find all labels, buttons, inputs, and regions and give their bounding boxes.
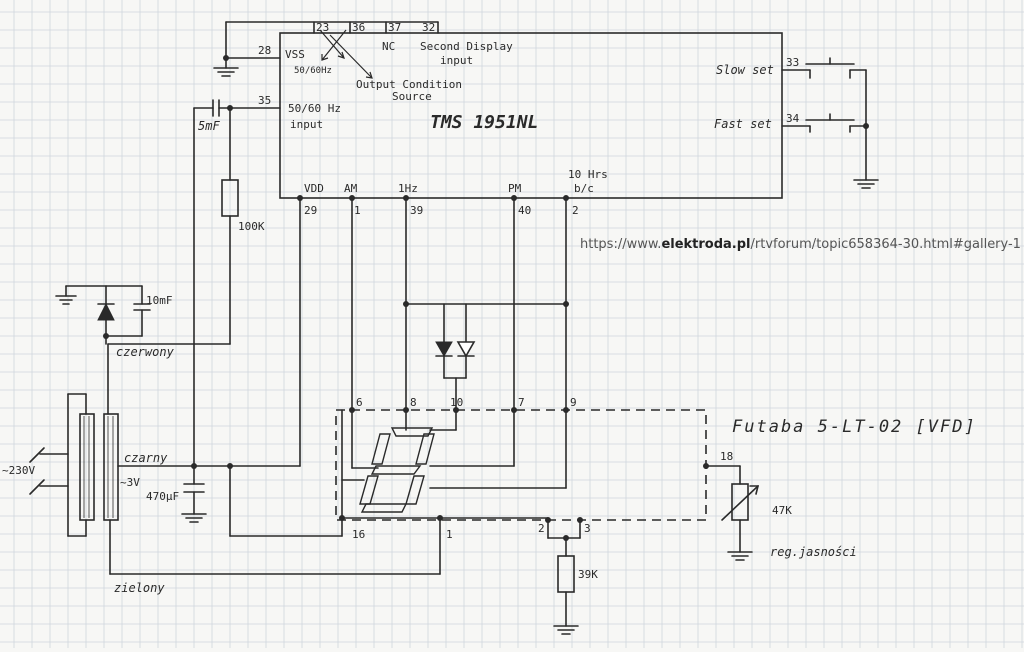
vfd-pin-10: 10 (450, 396, 463, 409)
pin-40: 40 (518, 204, 531, 217)
label-am: AM (344, 182, 358, 195)
vfd-pin-9: 9 (570, 396, 577, 409)
label-cap-470uf: 470µF (146, 490, 179, 503)
seven-segment-digit (359, 427, 435, 513)
pin-33: 33 (786, 56, 799, 69)
url-suffix: /rtvforum/topic658364-30.html#gallery-1 (751, 237, 1021, 252)
pin-36: 36 (352, 21, 365, 34)
vfd-pin-16: 16 (352, 528, 365, 541)
vfd-pin-3: 3 (584, 522, 591, 535)
label-1hz: 1Hz (398, 182, 418, 195)
label-fast-set: Fast set (714, 117, 772, 131)
pin-1: 1 (354, 204, 361, 217)
chip-title: TMS 1951NL (430, 112, 538, 133)
label-second-display: Second Display (420, 40, 513, 53)
label-hz-input: 50/60 Hz (288, 102, 341, 115)
rectifier-diode (97, 302, 115, 321)
wiring (29, 21, 879, 635)
vfd-pin-8: 8 (410, 396, 417, 409)
label-secondary: ~3V (120, 476, 140, 489)
label-mains: ~230V (2, 464, 35, 477)
url-prefix: https://www. (580, 237, 661, 252)
label-res-39k: 39K (578, 568, 598, 581)
label-cap-5mf: 5mF (198, 119, 220, 133)
label-cap-10mf: 10mF (146, 294, 173, 307)
transformer (79, 413, 119, 521)
pin-23: 23 (316, 21, 329, 34)
vfd-pin-2: 2 (538, 522, 545, 535)
diode-right (456, 341, 476, 358)
vfd-title: Futaba 5-LT-02 [VFD] (732, 417, 977, 437)
label-second-display-input: input (440, 54, 473, 67)
pin-28: 28 (258, 44, 271, 57)
label-hz-input-2: input (290, 118, 323, 131)
vfd-pin-18: 18 (720, 450, 733, 463)
vfd-pin-7: 7 (518, 396, 525, 409)
vfd-pin-1: 1 (446, 528, 453, 541)
url-domain: elektroda.pl (661, 237, 750, 252)
label-wire-black: czarny (124, 451, 168, 465)
label-output-source: Source (392, 90, 432, 103)
label-wire-red: czerwony (116, 345, 175, 359)
label-50-60hz-small: 50/60Hz (294, 66, 332, 76)
label-brightness: reg.jasności (770, 545, 857, 559)
pin-39: 39 (410, 204, 423, 217)
chip-body (279, 32, 783, 199)
label-nc: NC (382, 40, 395, 53)
pin-37: 37 (388, 21, 401, 34)
pin-29: 29 (304, 204, 317, 217)
label-pm: PM (508, 182, 522, 195)
label-slow-set: Slow set (716, 63, 774, 77)
label-pot-47k: 47K (772, 504, 792, 517)
label-10hrs: 10 Hrs (568, 168, 608, 181)
pin-35: 35 (258, 94, 271, 107)
label-vdd: VDD (304, 182, 324, 195)
label-res-100k: 100K (238, 220, 265, 233)
pin-32: 32 (422, 21, 435, 34)
vfd-pin-6: 6 (356, 396, 363, 409)
pin-2: 2 (572, 204, 579, 217)
label-output-condition: Output Condition (356, 78, 462, 91)
diode-left (435, 341, 453, 358)
label-b-c: b/c (574, 182, 594, 195)
source-url: https://www.elektroda.pl/rtvforum/topic6… (580, 237, 1021, 252)
label-vss: VSS (285, 48, 305, 61)
label-wire-green: zielony (114, 581, 165, 595)
pin-34: 34 (786, 112, 800, 125)
labels: TMS 1951NL 23 36 37 32 28 35 33 34 29 1 … (2, 21, 1021, 595)
